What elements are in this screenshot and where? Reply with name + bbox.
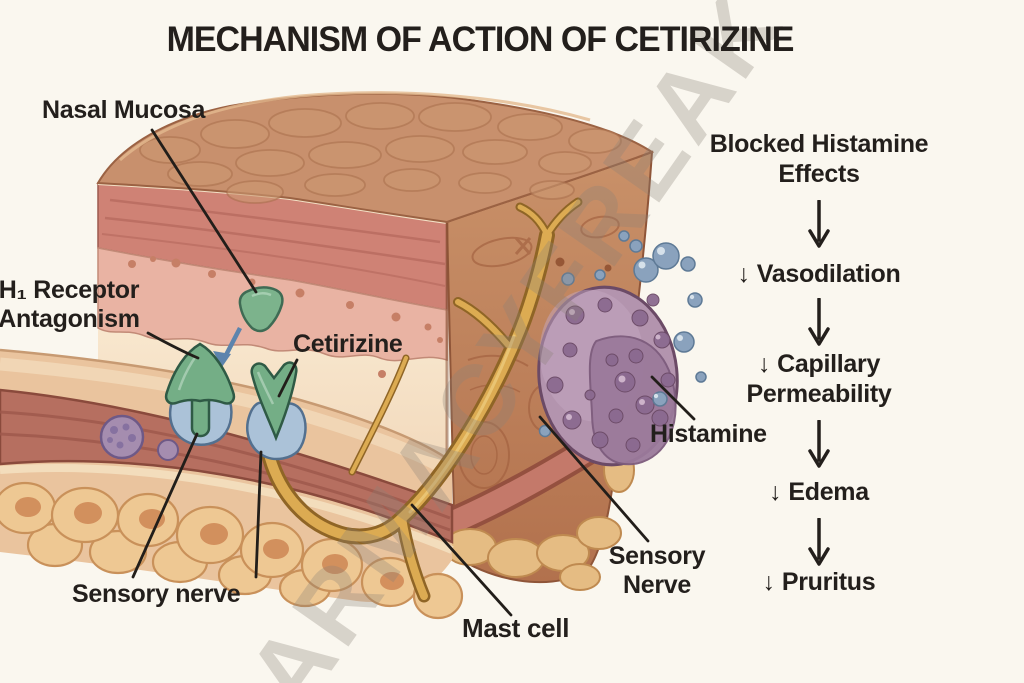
decrease-arrow-icon: ↓ bbox=[757, 350, 771, 378]
mast-cell-granules bbox=[546, 293, 676, 453]
decrease-arrow-icon: ↓ bbox=[737, 260, 751, 288]
flow-step-label: Edema bbox=[788, 478, 869, 506]
leader-sensory-nerve-a bbox=[131, 432, 199, 579]
leader-cetirizine bbox=[277, 358, 299, 398]
right-face-bottom-cells bbox=[443, 447, 635, 591]
red-layer-streak bbox=[109, 198, 441, 244]
leader-lines bbox=[131, 128, 696, 617]
leukocyte-cells bbox=[99, 414, 179, 461]
leader-sensory-nerve-b bbox=[254, 450, 263, 579]
flow-step-label: Pruritus bbox=[781, 568, 876, 596]
label-cetirizine: Cetirizine bbox=[293, 330, 403, 358]
h1-receptor-left bbox=[164, 342, 236, 446]
epithelium-nuclei bbox=[15, 497, 404, 590]
decrease-arrow-icon: ↓ bbox=[769, 478, 782, 506]
down-arrow-icon bbox=[688, 419, 950, 477]
label-sensory-nerve-right: Sensory Nerve bbox=[608, 542, 706, 599]
cetirizine-molecule-floating bbox=[238, 286, 284, 333]
red-layer-streak bbox=[104, 216, 446, 266]
pink-layer-dots bbox=[128, 256, 443, 378]
leader-sensory-nerve-right bbox=[538, 415, 650, 543]
leader-nasal-mucosa bbox=[150, 128, 258, 294]
label-histamine: Histamine bbox=[650, 420, 767, 448]
effects-flowchart: Blocked Histamine Effects ↓Vasodilation … bbox=[688, 130, 950, 630]
top-surface-bumps bbox=[139, 102, 622, 204]
flow-step-capillary-permeability: ↓Capillary Permeability bbox=[688, 350, 950, 409]
down-arrow-icon bbox=[688, 517, 950, 575]
down-arrow-icon bbox=[688, 297, 950, 355]
leader-mast-cell bbox=[410, 503, 513, 617]
label-sensory-nerve-left: Sensory nerve bbox=[72, 580, 241, 608]
flow-step-edema: ↓Edema bbox=[688, 478, 950, 508]
page-title: MECHANISM OF ACTION OF CETIRIZINE bbox=[166, 20, 795, 59]
sensory-nerve-fiber bbox=[262, 197, 583, 603]
top-surface-highlight bbox=[119, 91, 591, 162]
mast-cell-granule-highlights bbox=[566, 309, 661, 420]
down-arrow-icon bbox=[688, 199, 950, 257]
decrease-arrow-icon: ↓ bbox=[762, 568, 776, 596]
flow-step-vasodilation: ↓Vasodilation bbox=[688, 260, 950, 290]
leader-h1-receptor bbox=[146, 331, 200, 360]
guide-arrow-blue bbox=[213, 326, 242, 367]
label-h1-receptor-antagonism: H₁ Receptor Antagonism bbox=[0, 276, 140, 333]
red-layer-streak bbox=[101, 233, 446, 287]
flow-step-label: Capillary Permeability bbox=[746, 350, 892, 408]
flow-step-label: Vasodilation bbox=[756, 260, 901, 288]
leader-histamine bbox=[650, 375, 696, 421]
label-nasal-mucosa: Nasal Mucosa bbox=[42, 96, 206, 124]
flowchart-title: Blocked Histamine Effects bbox=[709, 130, 929, 188]
flow-step-pruritus: ↓Pruritus bbox=[688, 568, 950, 598]
histamine-granule-highlights bbox=[638, 247, 695, 399]
label-mast-cell: Mast cell bbox=[462, 613, 570, 643]
